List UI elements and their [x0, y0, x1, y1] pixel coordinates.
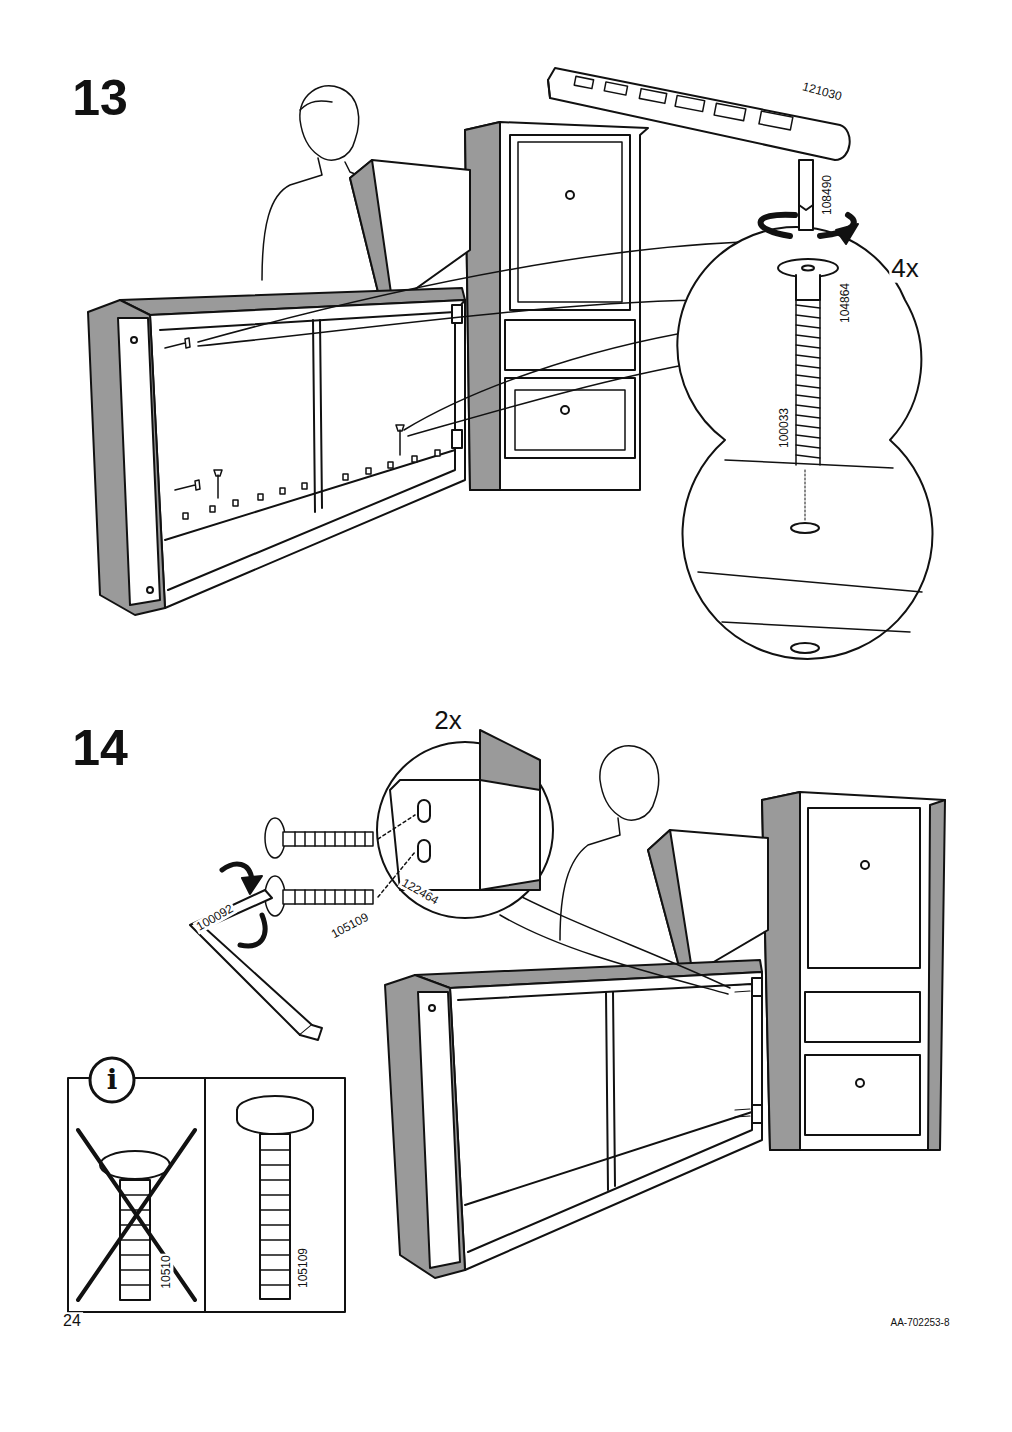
cabinet-module [465, 122, 648, 490]
callout-wedge [198, 242, 742, 346]
callout-wedge [404, 330, 700, 436]
backrest-panel [350, 160, 470, 300]
part-number: 105109 [297, 1246, 310, 1290]
part-number: 108490 [821, 173, 834, 217]
callout-wedge [490, 880, 730, 994]
page-number: 24 [61, 1312, 83, 1330]
detail-zoom [377, 730, 553, 918]
info-symbol: i [105, 1065, 120, 1096]
rotation-arrow [240, 915, 265, 946]
part-number: 10510 [160, 1253, 173, 1290]
backrest-panel [648, 830, 768, 970]
step-number: 13 [70, 71, 130, 126]
part-number: 104864 [839, 281, 852, 325]
detail-zoom [677, 227, 932, 659]
backrest-edge [648, 830, 692, 970]
rotation-arrow [761, 215, 795, 236]
info-panel [68, 1058, 345, 1312]
sofa-frame [385, 960, 762, 1278]
step-number: 14 [70, 721, 130, 776]
part-number: 100092 [193, 901, 238, 934]
quantity: 2x [432, 706, 463, 735]
arrowhead [836, 224, 858, 244]
arrowhead [242, 876, 262, 894]
backrest-edge [350, 160, 392, 300]
part-number: 100033 [778, 406, 791, 450]
person-figure [560, 746, 659, 940]
part-number: 121030 [799, 80, 845, 104]
hex-tool [548, 68, 850, 230]
cabinet-module [762, 792, 945, 1150]
part-number: 105109 [327, 910, 372, 942]
hex-key [190, 890, 322, 1040]
quantity: 4x [889, 254, 920, 283]
document-code: AA-702253-8 [889, 1317, 952, 1328]
bolt [265, 815, 415, 916]
